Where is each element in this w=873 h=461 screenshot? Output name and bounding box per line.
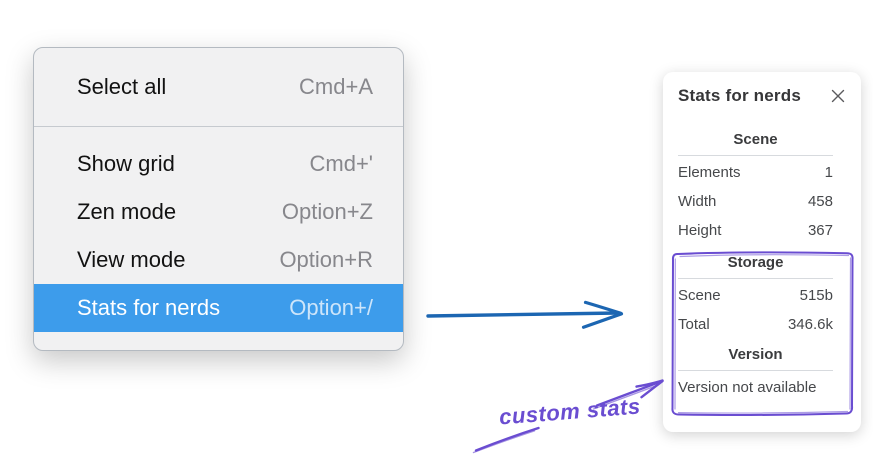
close-button[interactable] bbox=[829, 87, 847, 105]
menu-item-shortcut: Cmd+' bbox=[309, 151, 374, 176]
menu-item-shortcut: Option+/ bbox=[289, 295, 373, 320]
menu-item-label: View mode bbox=[77, 247, 186, 272]
stat-row-scene-size: Scene 515b bbox=[678, 281, 833, 310]
menu-item-show-grid[interactable]: Show grid Cmd+' bbox=[34, 140, 403, 188]
stats-panel-title: Stats for nerds bbox=[678, 86, 801, 105]
menu-item-label: Select all bbox=[77, 74, 167, 99]
section-divider bbox=[678, 155, 833, 156]
stats-panel: Stats for nerds Scene Elements 1 Width 4… bbox=[663, 72, 861, 432]
stat-label: Scene bbox=[678, 287, 721, 304]
section-divider bbox=[678, 370, 833, 371]
menu-item-label: Show grid bbox=[77, 151, 175, 176]
stat-row-elements: Elements 1 bbox=[678, 158, 833, 187]
stat-label: Height bbox=[678, 222, 722, 239]
stat-value: 367 bbox=[807, 222, 833, 239]
section-heading-version: Version bbox=[728, 346, 783, 363]
flow-arrow bbox=[426, 300, 624, 329]
stat-value: 346.6k bbox=[787, 316, 833, 333]
stat-row-width: Width 458 bbox=[678, 187, 833, 216]
menu-item-select-all[interactable]: Select all Cmd+A bbox=[34, 62, 403, 112]
stat-label: Width bbox=[678, 193, 717, 210]
menu-divider bbox=[34, 126, 403, 127]
menu-item-shortcut: Cmd+A bbox=[299, 74, 373, 99]
menu-item-label: Zen mode bbox=[77, 199, 177, 224]
stat-value: 515b bbox=[799, 287, 833, 304]
stats-panel-header: Stats for nerds bbox=[678, 86, 833, 106]
context-menu: Select all Cmd+A Show grid Cmd+' Zen mod… bbox=[33, 47, 404, 351]
menu-item-shortcut: Option+Z bbox=[281, 199, 373, 224]
menu-item-view-mode[interactable]: View mode Option+R bbox=[34, 236, 403, 284]
custom-stats-arrow bbox=[472, 379, 664, 454]
stat-value: 458 bbox=[807, 193, 833, 210]
menu-item-stats-for-nerds[interactable]: Stats for nerds Option+/ bbox=[34, 284, 403, 332]
stat-label: Elements bbox=[678, 164, 741, 181]
stat-row-total-size: Total 346.6k bbox=[678, 310, 833, 339]
custom-stats-label: custom stats bbox=[498, 393, 642, 430]
section-heading-scene: Scene bbox=[733, 131, 778, 148]
menu-item-shortcut: Option+R bbox=[279, 247, 373, 272]
section-divider bbox=[678, 278, 833, 279]
stat-value: 1 bbox=[824, 164, 833, 181]
section-heading-storage: Storage bbox=[727, 254, 784, 271]
stat-label: Total bbox=[678, 316, 710, 333]
stat-row-height: Height 367 bbox=[678, 216, 833, 245]
version-note: Version not available bbox=[678, 379, 817, 396]
menu-item-zen-mode[interactable]: Zen mode Option+Z bbox=[34, 188, 403, 236]
close-icon bbox=[831, 89, 845, 103]
menu-item-label: Stats for nerds bbox=[77, 295, 221, 320]
